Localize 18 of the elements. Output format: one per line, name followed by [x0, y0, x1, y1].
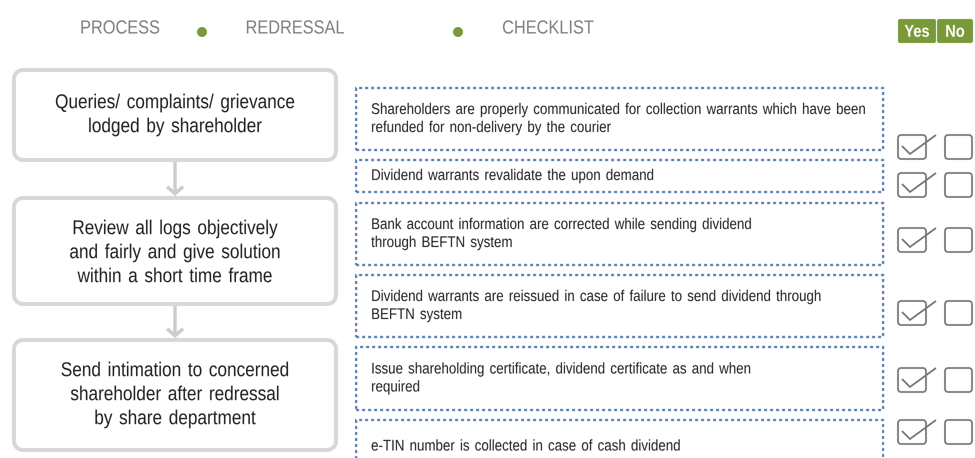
checklist-box: Issue shareholding certificate, dividend certificate as and when required: [355, 346, 884, 412]
header-label: REDRESSAL: [246, 20, 344, 34]
process-box: Send intimation to concerned shareholder after redressal by share department: [12, 338, 338, 452]
answer-tag: Yes: [898, 19, 936, 43]
checklist-box: Shareholders are properly communicated for collection warrants which have been refunded for non-delivery by the courier: [355, 86, 884, 152]
node-label: No: [946, 25, 964, 37]
header-label: PROCESS: [81, 20, 160, 34]
node-label: Yes: [904, 25, 929, 37]
checklist-box: Bank account information are corrected while sending dividend through BEFTN system: [355, 202, 884, 266]
checklist-box: Dividend warrants are reissued in case of failure to send dividend through BEFTN system: [355, 274, 884, 338]
checklist-box: e-TIN number is collected in case of cash dividend: [355, 418, 884, 458]
checklist-box: Dividend warrants revalidate the upon demand: [355, 158, 884, 194]
answer-tag: No: [937, 19, 973, 43]
process-box: Review all logs objectively and fairly and give solution within a short time frame: [12, 196, 338, 306]
header-label: CHECKLIST: [502, 20, 594, 34]
arrow: [166, 306, 184, 338]
process-box: Queries/ complaints/ grievance lodged by shareholder: [12, 68, 338, 162]
arrow: [166, 162, 184, 196]
